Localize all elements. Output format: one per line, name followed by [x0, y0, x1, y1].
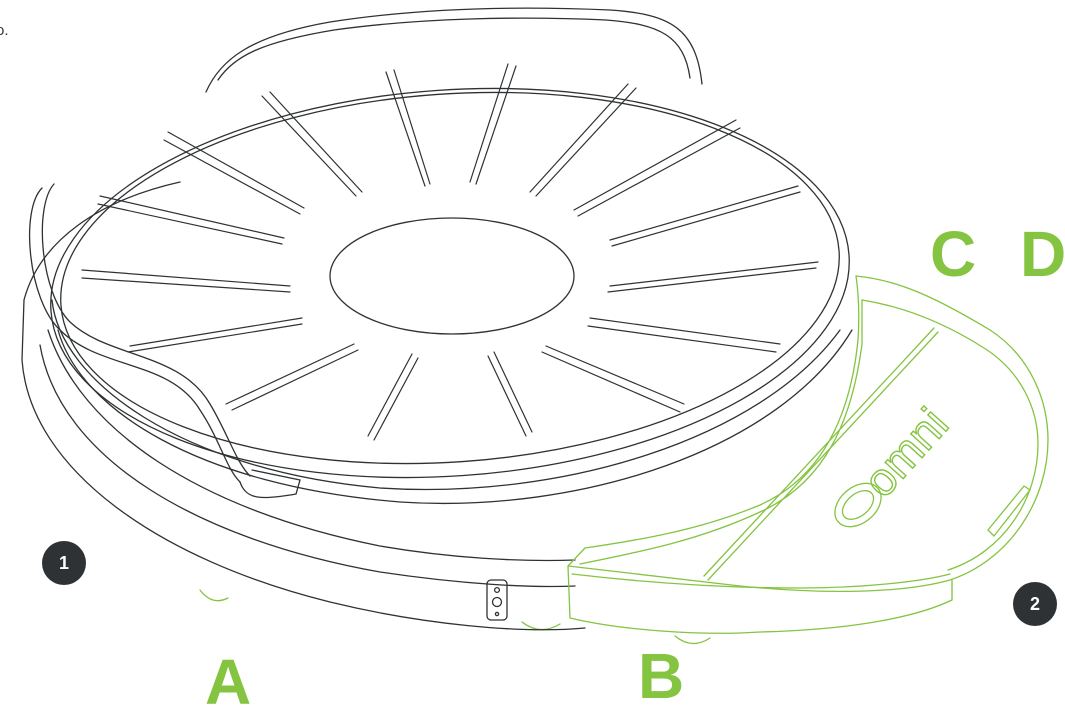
connector-port: [486, 579, 508, 621]
base-foot-right: [674, 635, 711, 645]
base-foot-center: [521, 621, 561, 631]
plate-outer-rim: [50, 87, 850, 479]
clipped-text-fragment: o.: [0, 22, 9, 39]
base-top-rim: [23, 181, 181, 301]
plate-side: [51, 299, 841, 491]
plate: [28, 7, 853, 505]
part-label-b: B: [638, 640, 685, 712]
base-rim-inner: [47, 329, 576, 562]
dock-front-lip: [571, 573, 951, 589]
base-foot-left: [199, 589, 229, 602]
step-badge-2: 2: [1013, 582, 1057, 626]
plate-strap: [28, 187, 241, 483]
dock-top-inner: [579, 299, 1039, 571]
step-badge-1: 1: [42, 541, 86, 585]
base-outline: [21, 299, 586, 631]
dock-slot: [987, 485, 1031, 537]
plate-ridges: [81, 63, 819, 441]
dock-front: [567, 565, 953, 634]
plate-handle-top-inner: [217, 17, 691, 81]
dock-module: [567, 275, 1049, 634]
part-label-c: C: [930, 218, 977, 290]
base-unit: [21, 181, 711, 645]
part-label-d: D: [1020, 218, 1065, 290]
omni-logo-ring-outer: [834, 482, 882, 528]
dock-top-outline: [567, 275, 1049, 593]
omni-logo-text: omni: [853, 398, 958, 507]
plate-inner-rim: [60, 91, 840, 465]
plate-strap-inner: [41, 183, 251, 477]
plate-side-lower: [57, 329, 853, 505]
plate-strap-end: [239, 469, 301, 499]
plate-center-hub: [329, 217, 575, 335]
base-rim-lower: [39, 344, 576, 588]
plate-handle-top: [205, 7, 703, 93]
omni-logo-ring-inner: [841, 490, 875, 520]
dock-divider: [703, 327, 935, 577]
part-label-a: A: [205, 646, 252, 718]
dock-divider-2: [707, 331, 939, 581]
